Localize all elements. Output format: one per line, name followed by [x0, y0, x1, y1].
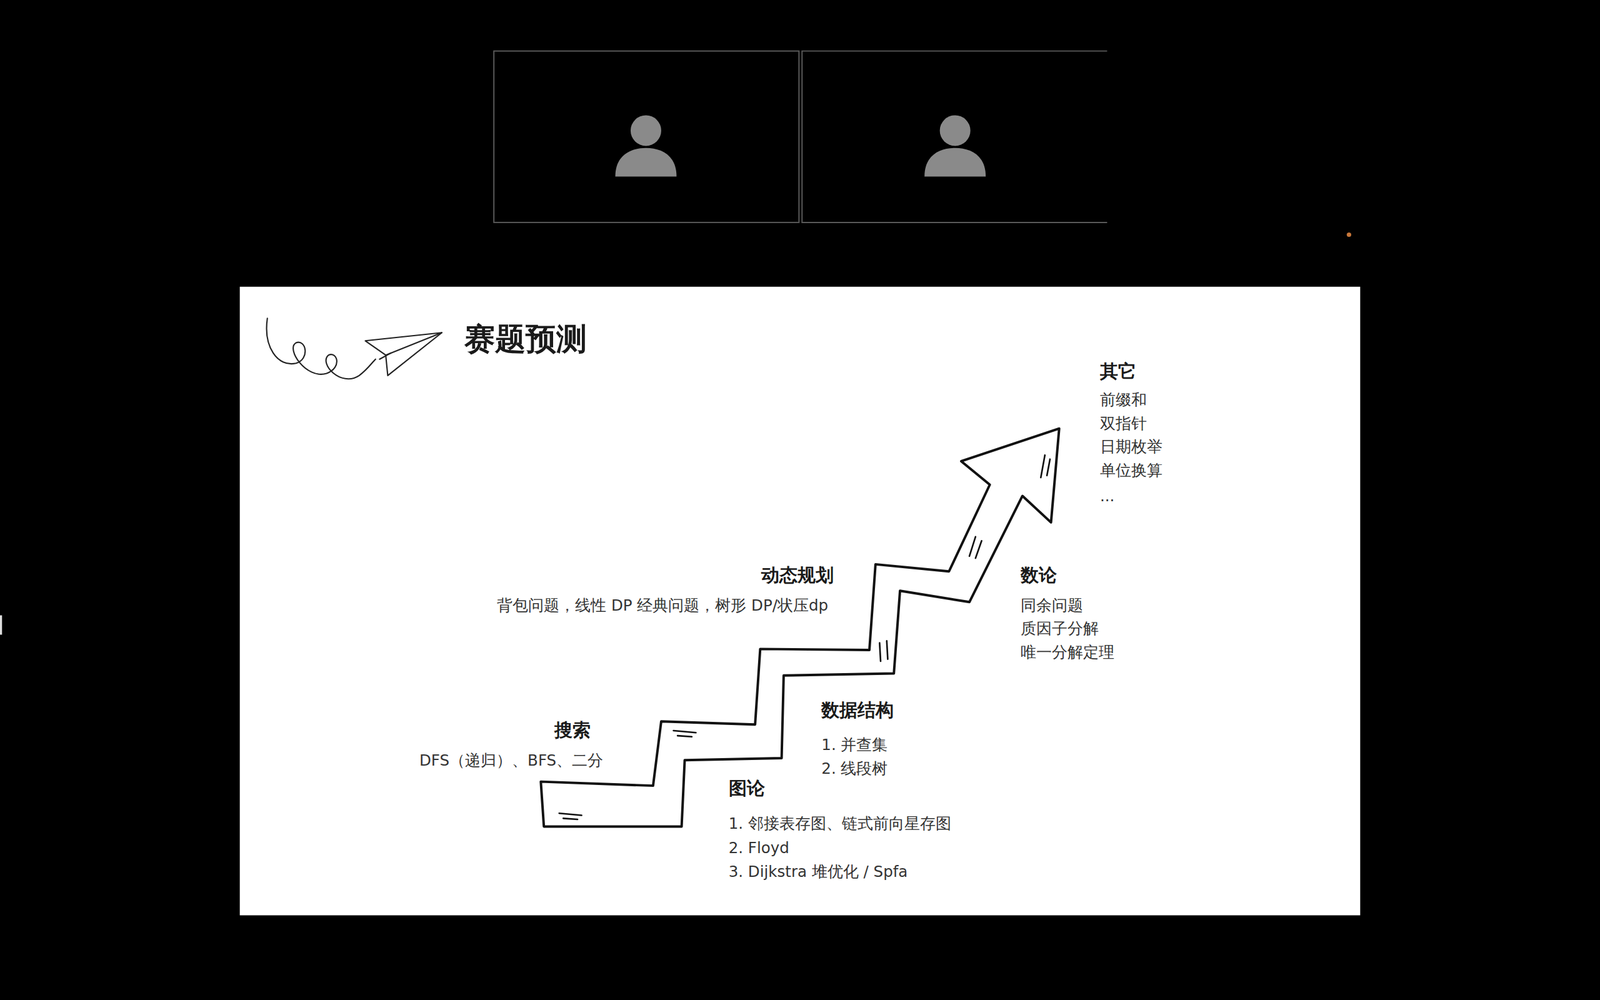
category-heading: 数据结构 — [821, 699, 894, 722]
video-tile — [801, 51, 1107, 223]
paper-plane — [266, 318, 442, 379]
status-dot — [1346, 232, 1352, 237]
slide — [240, 286, 1361, 916]
topic-item: 唯一分解定理 — [1020, 643, 1115, 662]
topic-item: 2. 线段树 — [821, 759, 888, 778]
slide-title: 赛题预测 — [464, 321, 587, 359]
topic-item: 单位换算 — [1100, 461, 1163, 480]
topic-item: 2. Floyd — [728, 838, 790, 857]
topic-item: 质因子分解 — [1020, 619, 1099, 638]
topic-item: 背包问题，线性 DP 经典问题，树形 DP/状压dp — [496, 596, 829, 615]
topic-item: 双指针 — [1100, 414, 1147, 433]
category-heading: 图论 — [728, 777, 765, 800]
topic-item: 前缀和 — [1100, 390, 1147, 409]
category-heading: 其它 — [1100, 360, 1137, 383]
category-heading: 数论 — [1020, 564, 1057, 587]
topic-item: 1. 邻接表存图、链式前向星存图 — [728, 814, 952, 833]
topic-item: 同余问题 — [1020, 596, 1084, 615]
edge-mark — [0, 615, 2, 635]
staircase-arrow — [540, 428, 1059, 827]
video-tile — [493, 51, 799, 223]
topic-item: 日期枚举 — [1100, 437, 1163, 456]
category-heading: 搜索 — [554, 719, 591, 742]
topic-item: 1. 并查集 — [821, 735, 888, 754]
topic-item: ... — [1100, 486, 1115, 505]
category-heading: 动态规划 — [761, 564, 834, 587]
topic-item: 3. Dijkstra 堆优化 / Spfa — [728, 862, 909, 881]
topic-item: DFS（递归）、BFS、二分 — [419, 751, 604, 770]
